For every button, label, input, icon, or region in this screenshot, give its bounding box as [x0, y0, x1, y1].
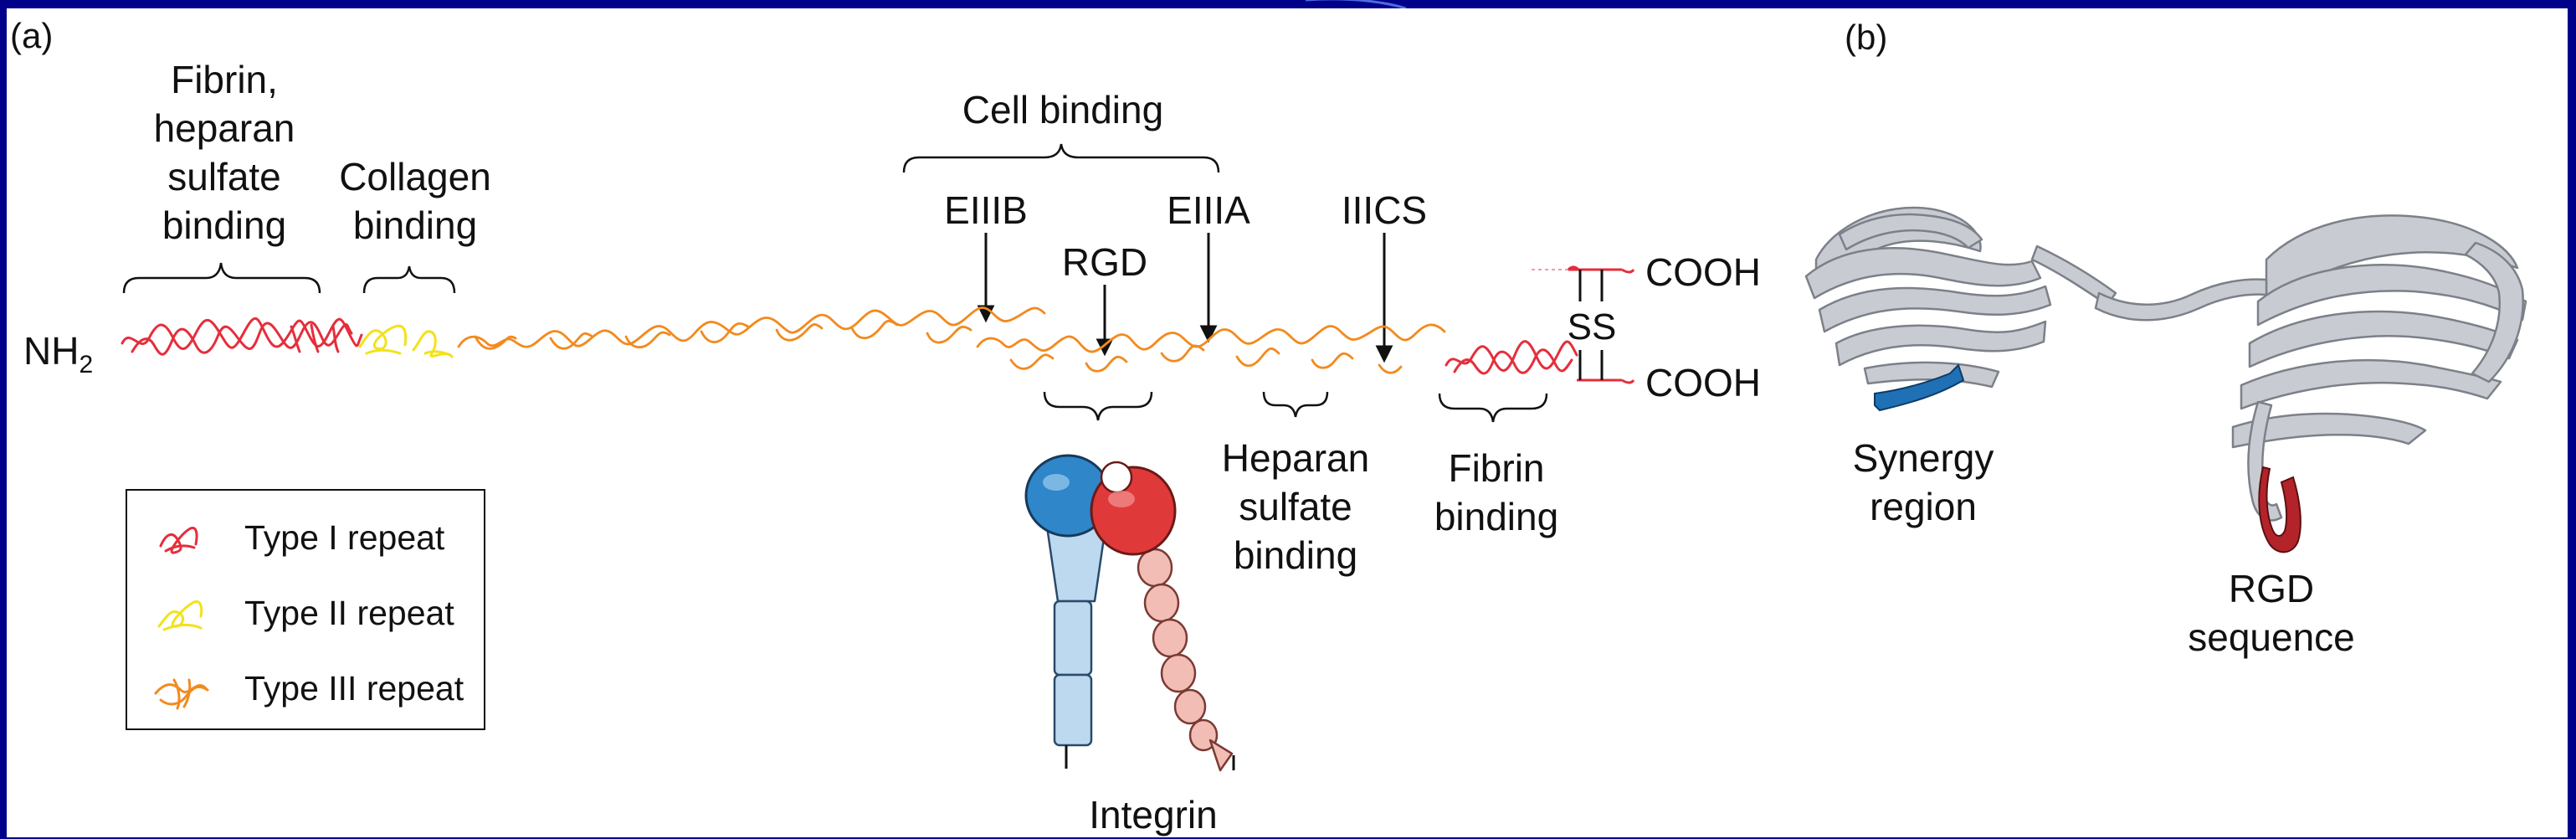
bracket-cell-binding — [902, 143, 1220, 173]
type-ii-repeats — [358, 324, 454, 358]
legend-label-type-iii: Type III repeat — [244, 668, 464, 708]
rgd-sequence-loop — [2258, 466, 2301, 553]
integrin-label: Integrin — [1089, 793, 1218, 836]
synergy-region-strand — [1874, 363, 1965, 412]
bracket-fibrin — [1438, 393, 1548, 423]
type-iii-repeats — [457, 306, 1446, 374]
eiiia-label: EIIIA — [1167, 188, 1250, 232]
arrow-eiiia-head — [1199, 325, 1218, 343]
synergy-region-label: Synergy region — [1852, 436, 1994, 528]
panel-a-label: (a) — [10, 16, 54, 55]
brackets — [122, 143, 1548, 423]
legend-item-type-iii: Type III repeat — [149, 663, 464, 713]
integrin-beta-stalk — [1137, 548, 1234, 772]
rgd-label: RGD — [1061, 240, 1148, 284]
nh2-terminus-label: NH2 — [23, 327, 93, 389]
iiics-label: IIICS — [1341, 188, 1428, 232]
type-ii-repeat-icon — [157, 600, 203, 631]
type-i-repeats-n-terminal — [121, 317, 363, 356]
bracket-fibrin-heparan — [122, 262, 321, 294]
bracket-heparan — [1262, 391, 1329, 418]
fibrin-heparan-binding-label: Fibrin, heparan sulfate binding — [153, 58, 295, 247]
collagen-binding-label: Collagen binding — [339, 155, 491, 247]
legend: Type I repeat Type II repeat Type III re… — [126, 489, 485, 730]
disulfide-ss-label: SS — [1567, 306, 1617, 347]
heparan-sulfate-binding-label: Heparan sulfate binding — [1221, 436, 1370, 577]
integrin — [1024, 454, 1235, 772]
legend-label-type-ii: Type II repeat — [244, 593, 454, 632]
type-i-repeats-c-terminal — [1445, 340, 1578, 375]
eiiib-label: EIIIB — [944, 188, 1028, 232]
panel-b-label: (b) — [1845, 18, 1888, 57]
nh2-subscript: 2 — [79, 351, 94, 378]
integrin-rgd-pocket — [1100, 461, 1133, 494]
bracket-rgd-region — [1043, 391, 1153, 421]
cooh-top-label: COOH — [1645, 250, 1761, 294]
figure-panel: (a) NH2 Fibrin, heparan sulfate binding … — [7, 8, 2568, 837]
fibronectin-diagram — [121, 143, 2527, 772]
cell-binding-label: Cell binding — [962, 88, 1164, 131]
type-i-repeat-icon — [159, 527, 198, 554]
legend-item-type-i: Type I repeat — [149, 512, 444, 563]
rgd-sequence-label: RGD sequence — [2188, 567, 2355, 659]
type-iii-repeat-icon — [154, 678, 209, 710]
cooh-bottom-label: COOH — [1645, 361, 1761, 404]
disulfide-bridge — [1532, 265, 1635, 384]
integrin-alpha-stalk — [1044, 519, 1108, 747]
legend-label-type-i: Type I repeat — [244, 517, 445, 557]
arrow-iiics-head — [1375, 345, 1393, 363]
bracket-collagen — [362, 265, 456, 294]
legend-item-type-ii: Type II repeat — [149, 588, 454, 638]
fibronectin-module-ribbon — [1804, 206, 2527, 522]
nh2-text: NH — [23, 329, 80, 373]
fibrin-binding-label: Fibrin binding — [1434, 446, 1559, 538]
